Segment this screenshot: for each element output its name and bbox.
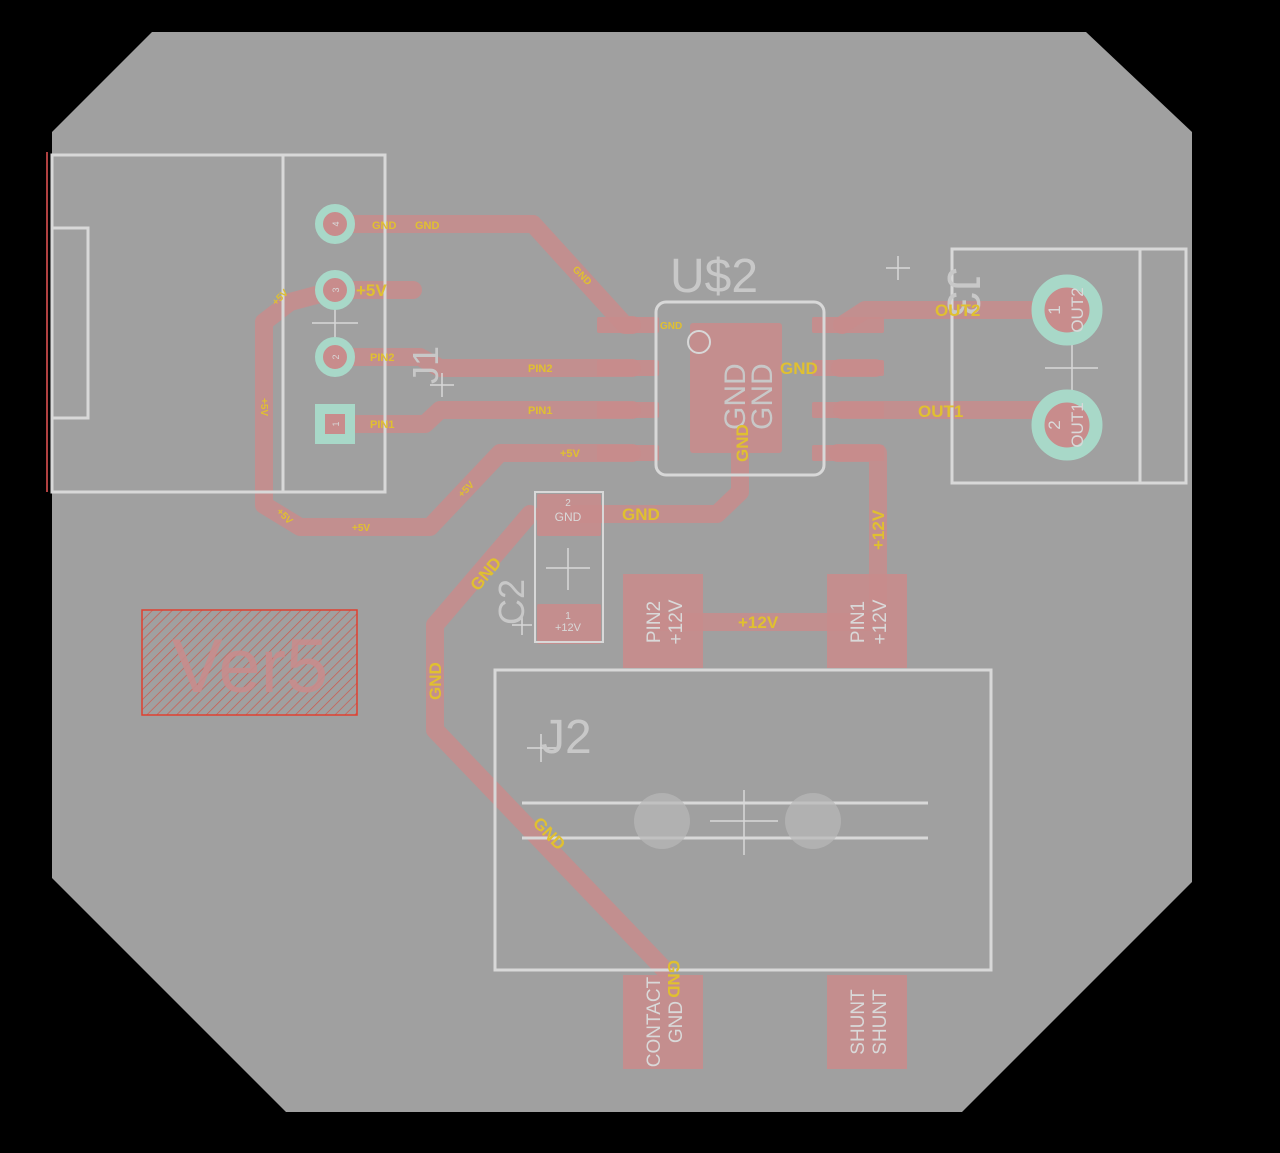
u2-thermal-pad [690, 323, 782, 453]
j3-pad1-number: 1 [1045, 305, 1064, 314]
version-marker-text: Ver5 [172, 624, 328, 709]
j2-pad-pin1-line1: PIN1 [848, 601, 869, 643]
c2-pad1-number: 1 [565, 611, 571, 622]
c2-pad1-label: +12V [555, 622, 582, 634]
u2-pad-3 [597, 402, 659, 418]
c2-name: C2 [491, 579, 532, 625]
net-label-gnd-vert: GND [426, 662, 445, 700]
u2-pad1-label: GND [660, 321, 682, 332]
j1-pin2-label: PIN2 [370, 352, 394, 364]
j3-out1-label: OUT1 [918, 402, 963, 421]
j3-pad1-label: OUT2 [1068, 287, 1087, 332]
u2-outline [654, 300, 826, 477]
j3-pad-1 [1031, 274, 1103, 346]
silkscreen [50, 153, 1188, 972]
j2-pad-pin2 [623, 574, 703, 668]
j2-pad-pin2-line2: +12V [666, 599, 687, 644]
u2-pad-gnd-label: GND [733, 424, 752, 462]
j2-pad-shunt-line1: SHUNT [848, 989, 869, 1055]
j1-pin1-number: 1 [331, 421, 341, 426]
u2-pad-5 [812, 317, 884, 333]
j1-outline [50, 153, 387, 494]
c2-pad2-label: GND [555, 510, 582, 524]
component-crosshairs [312, 256, 1098, 855]
smd-pads [537, 317, 907, 1069]
u2-pad-6 [812, 360, 884, 376]
j2-pad-pin1 [827, 574, 907, 668]
u2-pad-4 [597, 445, 659, 461]
net-label-pin2: PIN2 [528, 363, 552, 375]
c2-outline [534, 491, 604, 643]
j2-pad-shunt [827, 975, 907, 1069]
u2-body-gnd-1: GND [719, 363, 752, 430]
j2-pad-shunt-line2: SHUNT [870, 989, 891, 1055]
c2-pad2-number: 2 [565, 498, 571, 509]
trace-5v-loop [255, 281, 641, 536]
u2-body-gnd-2: GND [746, 363, 779, 430]
j1-pad-3 [315, 270, 355, 310]
j1-pad-2 [315, 337, 355, 377]
board-outline [52, 32, 1192, 1112]
j2-pad-pin2-line1: PIN2 [644, 601, 665, 643]
j2-hole-right [785, 793, 841, 849]
j3-pad-2 [1031, 389, 1103, 461]
j3-pad2-label: OUT1 [1068, 402, 1087, 447]
c2-pad-2 [537, 494, 601, 536]
net-label-gnd-c2: GND [622, 505, 660, 524]
j1-pin3-label: +5V [356, 281, 387, 300]
j2-name: J2 [541, 711, 592, 764]
u2-pin1-mark [687, 330, 711, 354]
j2-pad-contact-line1: CONTACT [644, 976, 665, 1067]
j3-name: J3 [938, 268, 990, 317]
j3-out2-label: OUT2 [935, 301, 980, 320]
j2-outline [493, 668, 993, 972]
version-marker-box [141, 609, 358, 716]
j3-outline [950, 247, 1188, 485]
u2-pad-1 [597, 317, 659, 333]
net-label-5v-bottom: +5V [352, 523, 370, 534]
j1-pin2-number: 2 [331, 354, 341, 359]
trace-gnd-down [426, 505, 672, 977]
j2-pad-pin1-line2: +12V [870, 599, 891, 644]
j3-pad2-number: 2 [1045, 420, 1064, 429]
net-label-gnd-top: GND [415, 220, 440, 232]
u2-name: U$2 [670, 250, 758, 303]
j1-pad-4 [315, 204, 355, 244]
j2-pad-contact-line2: GND [666, 1001, 687, 1043]
net-label-gnd-end: GND [664, 960, 683, 998]
u2-pad-7 [812, 402, 884, 418]
u2-pad-2 [597, 360, 659, 376]
trace-pin1 [326, 401, 641, 433]
u2-pad-8 [812, 445, 884, 461]
net-label-pin1: PIN1 [528, 405, 552, 417]
j1-pin4-label: GND [372, 220, 397, 232]
j1-pin1-label: PIN1 [370, 419, 394, 431]
net-label-12v-horiz: +12V [738, 613, 779, 632]
net-label-12v-vert: +12V [869, 509, 888, 550]
j1-pin3-number: 3 [331, 287, 341, 292]
trace-pin2 [326, 348, 641, 377]
c2-pad-1 [537, 604, 601, 644]
j1-latch [52, 226, 90, 420]
u2-gnd-right: GND [780, 359, 818, 378]
j2-pad-contact [623, 975, 703, 1069]
net-label-5v-right: +5V [560, 448, 581, 460]
j1-name: J1 [405, 346, 446, 384]
through-hole-pads [315, 204, 1103, 849]
j1-pin4-number: 4 [331, 221, 341, 226]
j2-hole-left [634, 793, 690, 849]
net-label-5v-left: +5V [258, 398, 269, 416]
